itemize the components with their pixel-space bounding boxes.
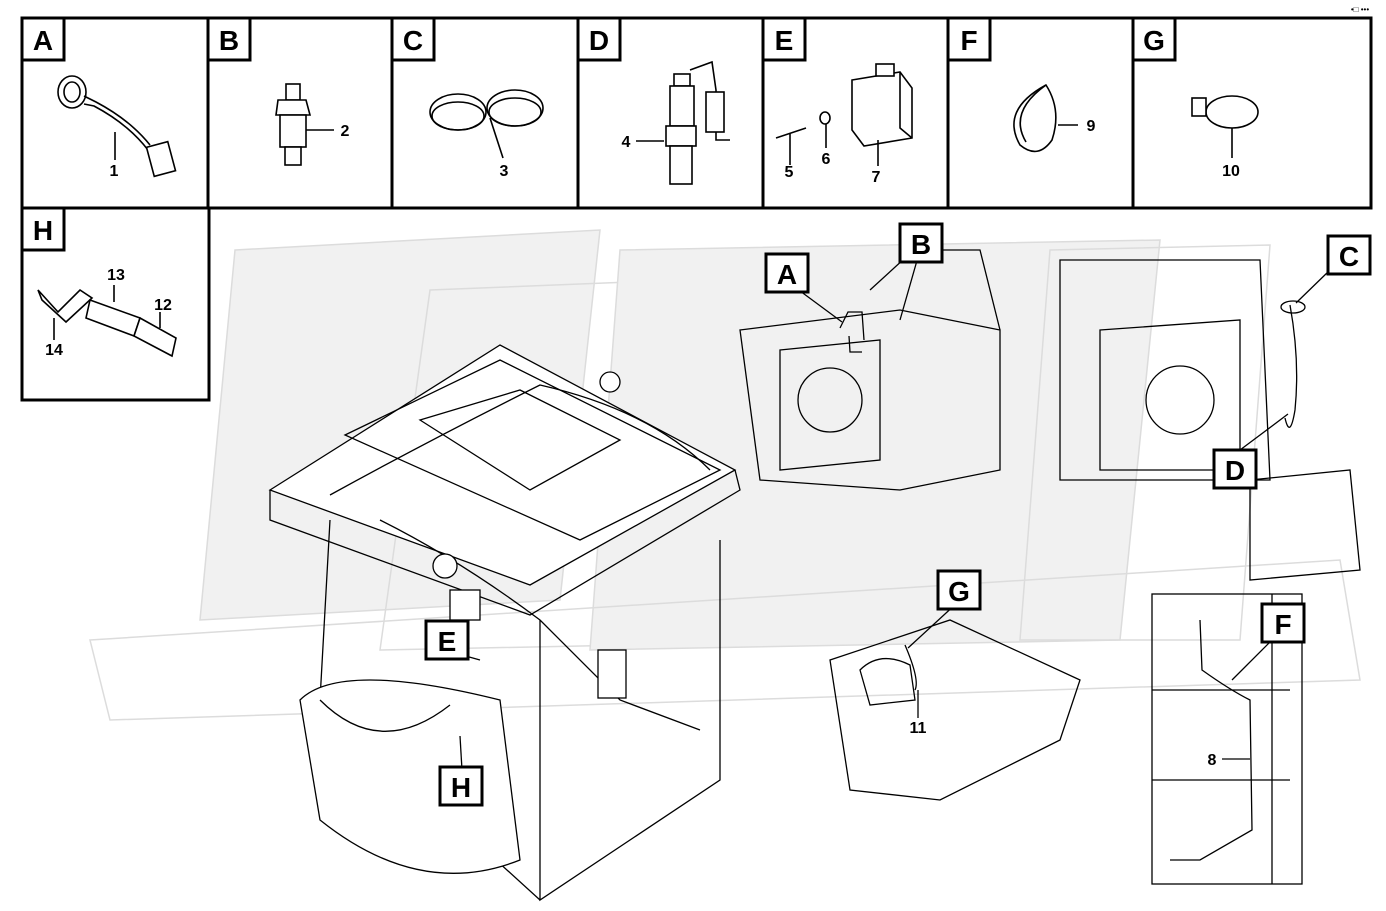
part-number-1: 1 — [110, 163, 119, 180]
callout-leader-lines — [459, 257, 1331, 771]
part-number-6: 6 — [822, 151, 831, 168]
callout-d: D — [1225, 455, 1245, 486]
panel-letter-b: B — [219, 25, 239, 56]
callout-c: C — [1339, 241, 1359, 272]
callout-f: F — [1274, 609, 1291, 640]
cable-tie-illustration — [1013, 83, 1078, 153]
sensor-harness-illustration — [57, 75, 177, 178]
panel-letter-h: H — [33, 215, 53, 246]
part-number-14: 14 — [45, 342, 63, 359]
hydraulic-sensor-illustration — [37, 285, 177, 358]
chassis-detail-illustration — [829, 619, 1081, 801]
callout-a: A — [777, 259, 797, 290]
temperature-switch-illustration — [275, 83, 334, 166]
part-number-3: 3 — [500, 163, 509, 180]
part-number-10: 10 — [1222, 163, 1240, 180]
panel-letter-boxes — [20, 16, 1177, 252]
part-number-9: 9 — [1087, 118, 1096, 135]
callout-g: G — [948, 576, 970, 607]
cab-wiring-illustration — [268, 344, 741, 902]
clip-tie-illustration — [1191, 95, 1259, 158]
panel-letter-d: D — [589, 25, 609, 56]
part-number-8: 8 — [1208, 752, 1217, 769]
part-number-12: 12 — [154, 297, 172, 314]
corner-mark: •□ ••• — [1351, 5, 1369, 14]
panel-letter-c: C — [403, 25, 423, 56]
control-unit-illustration — [775, 63, 913, 166]
part-number-5: 5 — [785, 164, 794, 181]
callout-h: H — [451, 772, 471, 803]
part-number-2: 2 — [341, 123, 350, 140]
transmission-left-illustration — [739, 249, 1001, 491]
part-number-13: 13 — [107, 267, 125, 284]
part-number-11: 11 — [910, 720, 927, 737]
panel-letter-a: A — [33, 25, 53, 56]
callout-e: E — [438, 626, 457, 657]
panel-letter-f: F — [960, 25, 977, 56]
part-number-7: 7 — [872, 169, 881, 186]
part-number-4: 4 — [622, 134, 631, 151]
callout-boxes — [424, 222, 1372, 807]
callout-b: B — [911, 229, 931, 260]
double-clamp-illustration — [429, 89, 544, 159]
panel-letter-e: E — [775, 25, 794, 56]
lambda-sensor-illustration — [636, 60, 730, 185]
panel-letter-g: G — [1143, 25, 1165, 56]
